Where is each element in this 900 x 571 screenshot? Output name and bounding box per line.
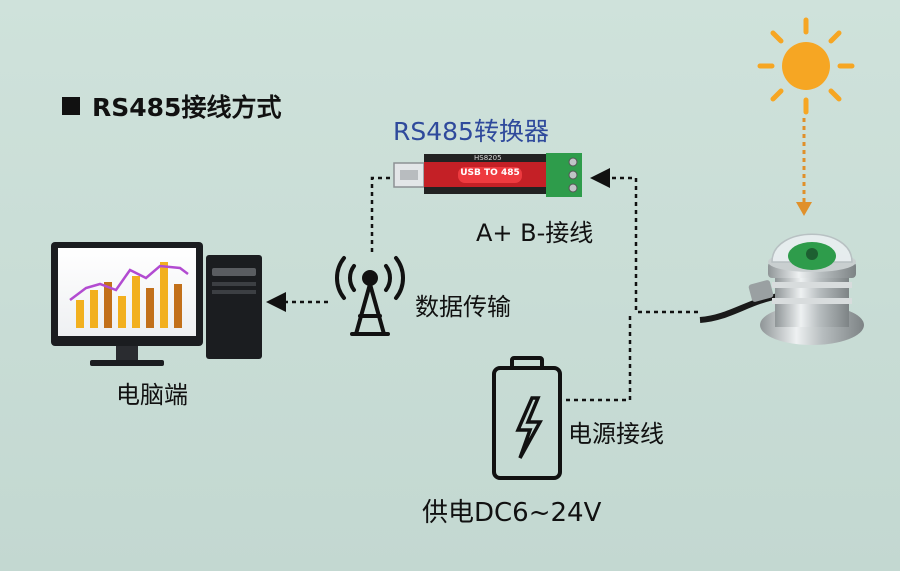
sensor-device [699,233,864,345]
heading-text: RS485接线方式 [92,93,282,122]
converter-title: RS485转换器 [393,117,549,146]
power-wiring-label: 电源接线 [568,420,664,448]
power-supply-label: 供电DC6~24V [422,498,602,528]
sun-icon [757,17,855,115]
converter-model-text: HS8205 [474,154,502,162]
title-bullet-icon [62,97,80,115]
sunlight-arrow [796,118,812,216]
connection-lines [266,168,698,402]
ab-wiring-label: A+ B-接线 [476,219,594,247]
computer-icon [51,242,262,366]
converter-chip-label: USB TO 485 [460,168,520,178]
wireless-antenna-icon [334,256,406,336]
page-title: RS485接线方式 [62,88,281,124]
wireless-label: 数据传输 [415,293,511,321]
battery-icon [492,356,562,480]
rs485-converter [393,153,582,197]
computer-label: 电脑端 [116,381,188,409]
